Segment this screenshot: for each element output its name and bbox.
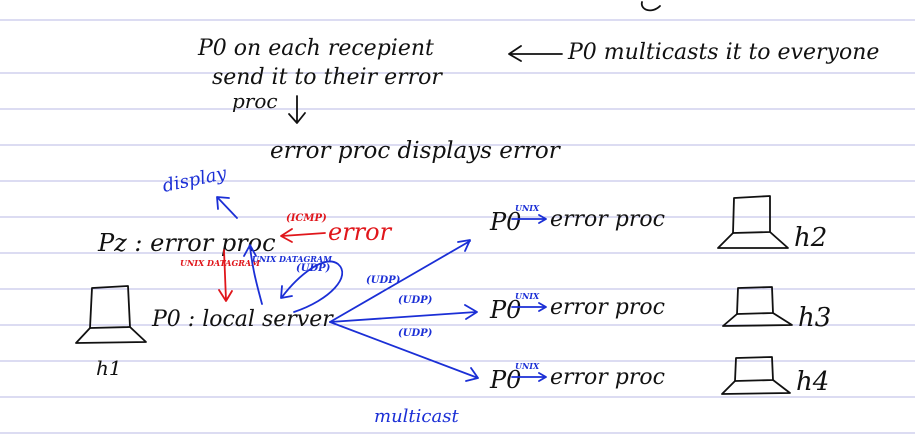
target-h3: P0 UNIX error proc h3 <box>489 286 831 333</box>
blue-up-arrow <box>243 244 263 305</box>
error-arrow <box>280 228 326 243</box>
arrow-to-h2 <box>329 239 471 323</box>
arrow-to-h3 <box>329 304 478 323</box>
target-unix: UNIX <box>515 291 540 301</box>
target-host: h4 <box>796 367 829 397</box>
target-unix: UNIX <box>515 203 540 213</box>
left-arrow <box>508 45 563 62</box>
note-top-line2: send it to their error <box>212 65 443 90</box>
label-h1: h1 <box>96 356 122 380</box>
target-unix-arrow <box>511 302 547 312</box>
target-h4: P0 UNIX error proc h4 <box>489 356 829 397</box>
note-top-right: P0 multicasts it to everyone <box>567 40 879 65</box>
target-p0: P0 <box>489 208 521 236</box>
target-error-proc: error proc <box>550 295 665 320</box>
label-unix-datagram-blue: UNIX DATAGRAM <box>252 254 333 264</box>
target-unix: UNIX <box>515 361 540 371</box>
target-unix-arrow <box>511 214 547 224</box>
label-unix-datagram-red: UNIX DATAGRAM <box>180 258 261 268</box>
down-arrow <box>288 95 306 124</box>
target-unix-arrow <box>511 372 547 382</box>
laptop-icon-h2 <box>717 195 789 249</box>
udp-loop-arrow <box>280 260 344 313</box>
label-multicast: multicast <box>374 406 459 427</box>
label-udp-2: (UDP) <box>398 295 433 306</box>
target-p0: P0 <box>489 296 521 324</box>
label-udp-1: (UDP) <box>366 275 401 286</box>
label-udp-loop: (UDP) <box>296 263 331 274</box>
target-error-proc: error proc <box>550 207 665 232</box>
label-error-red: error <box>328 218 393 246</box>
target-host: h2 <box>794 223 827 253</box>
top-scribble <box>640 1 661 12</box>
target-p0: P0 <box>489 366 521 394</box>
note-mid: error proc displays error <box>270 138 562 164</box>
target-error-proc: error proc <box>550 365 665 390</box>
note-top-line3: proc <box>232 89 278 113</box>
label-icmp: (ICMP) <box>286 213 327 224</box>
label-p0-local-server: P0 : local server <box>151 307 334 332</box>
note-top-line1: P0 on each recepient <box>197 36 434 61</box>
target-h2: P0 UNIX error proc h2 <box>489 195 827 253</box>
label-pz-error-proc: Pz : error proc <box>97 229 276 257</box>
label-udp-3: (UDP) <box>398 328 433 339</box>
target-host: h3 <box>798 303 831 333</box>
red-down-arrow <box>218 249 233 302</box>
laptop-icon-h1 <box>75 285 147 344</box>
label-display: display <box>161 163 229 197</box>
ruled-lines <box>0 19 915 434</box>
laptop-icon-h3 <box>722 286 793 327</box>
arrow-to-h4 <box>329 321 479 382</box>
display-arrow <box>216 196 238 219</box>
laptop-icon-h4 <box>721 356 791 395</box>
